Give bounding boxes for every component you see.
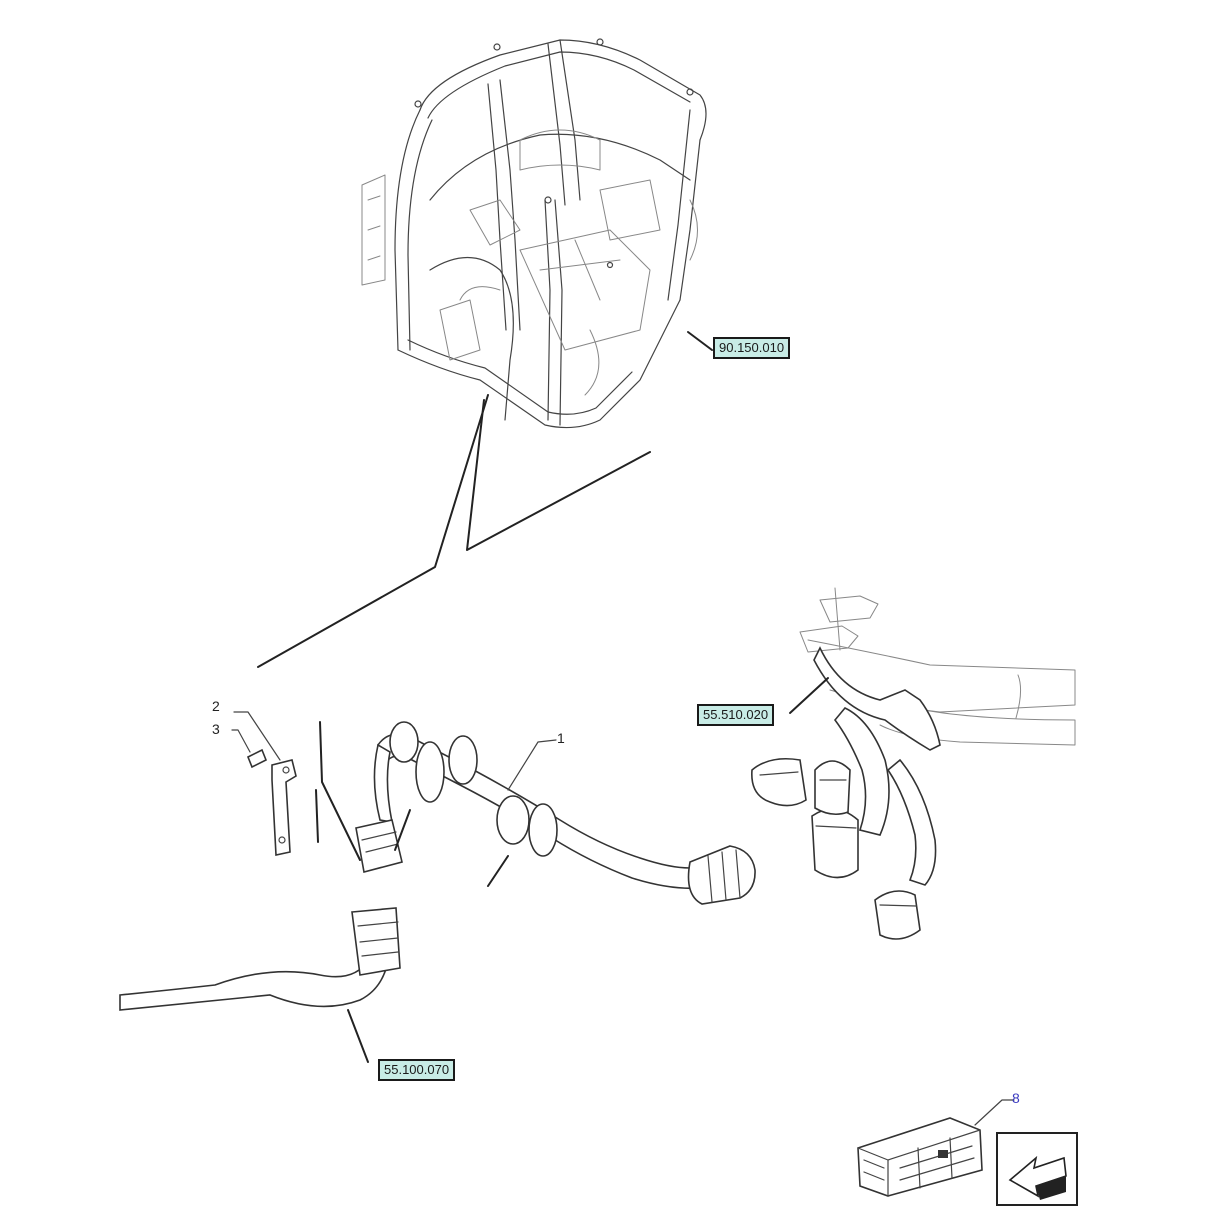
callout-part-1: 1 — [557, 730, 565, 746]
right-harness-branch — [751, 587, 1076, 940]
cab-label-leader — [687, 331, 713, 351]
reference-label-cab[interactable]: 90.150.010 — [713, 337, 791, 359]
reference-label-harness-right[interactable]: 55.510.020 — [697, 704, 775, 726]
callout-part-3: 3 — [212, 721, 220, 737]
detail-pointer-lines — [257, 394, 651, 668]
callout-part-2: 2 — [212, 698, 220, 714]
reference-label-harness-left[interactable]: 55.100.070 — [378, 1059, 456, 1081]
view-direction-arrow-icon — [996, 1132, 1078, 1206]
bolt-part-3 — [231, 729, 268, 769]
cab-frame-illustration — [361, 38, 707, 429]
main-harness-part-1 — [315, 721, 756, 905]
parts-kit-crate-icon — [857, 1099, 1015, 1197]
left-harness-branch — [119, 907, 401, 1063]
callout-part-8: 8 — [1012, 1090, 1020, 1106]
bracket-part-2 — [233, 711, 297, 856]
